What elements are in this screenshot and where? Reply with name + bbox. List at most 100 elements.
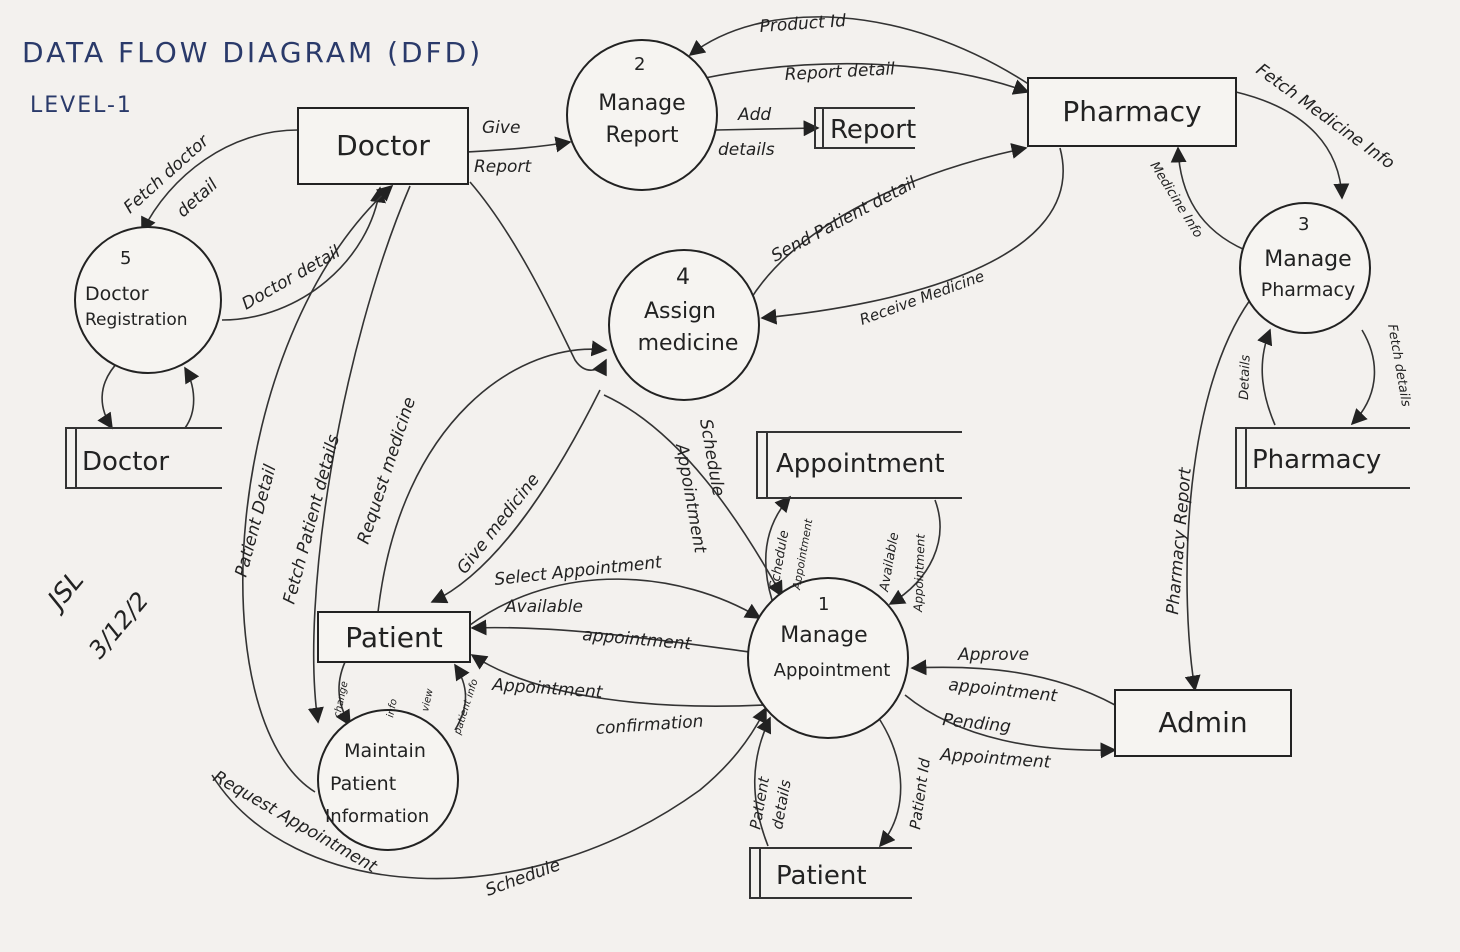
process-maintain-line1: Maintain — [344, 740, 426, 762]
label-select-appointment: Select Appointment — [493, 552, 664, 590]
flow-line-schedule-appointment — [603, 394, 783, 598]
flow-line-fetch-medicine-info — [1235, 91, 1350, 200]
flow-line-doctor-to-assign — [469, 181, 607, 377]
process-maintain-patient-info — [317, 709, 459, 851]
process-doctor-registration-line2: Registration — [85, 310, 188, 330]
label-give-report-2: Report — [474, 157, 532, 177]
flow-line-patient-id — [878, 719, 902, 848]
label-pending-appointment-2: Appointment — [939, 745, 1053, 773]
store-appointment-label: Appointment — [776, 449, 945, 479]
flow-line-registration-to-store — [97, 359, 121, 430]
label-approve-appointment-1: Approve — [957, 645, 1029, 665]
flow-line-details — [1257, 328, 1276, 426]
flow-line-schedule-appt-store — [764, 495, 792, 601]
flow-line-medicine-info — [1170, 146, 1246, 251]
label-patient-id: Patient Id — [906, 757, 934, 831]
diagram-level: LEVEL-1 — [30, 93, 133, 118]
process-assign-medicine-number: 4 — [676, 265, 690, 290]
flow-line-appointment-confirmation — [470, 654, 766, 707]
process-manage-appointment-line1: Manage — [780, 623, 867, 648]
diagram-title: DATA FLOW DIAGRAM (DFD) — [22, 36, 483, 69]
flow-lines — [97, 16, 1376, 880]
store-pharmacy-label: Pharmacy — [1252, 445, 1381, 475]
process-doctor-registration-line1: Doctor — [85, 283, 149, 305]
flow-line-request-medicine — [377, 340, 608, 613]
flow-line-view-info — [454, 663, 470, 731]
label-schedule-appt-store-1: Schedule — [767, 529, 792, 590]
process-manage-report-number: 2 — [634, 54, 645, 75]
store-pharmacy: Pharmacy — [1235, 427, 1410, 489]
flow-line-store-to-registration — [184, 366, 200, 429]
process-maintain-line2: Patient — [330, 773, 396, 795]
flow-line-fetch-doctor-detail — [141, 129, 299, 234]
process-manage-pharmacy-number: 3 — [1298, 214, 1309, 235]
entity-patient-label: Patient — [345, 621, 443, 654]
flow-line-available-appointment — [470, 619, 751, 653]
label-patient-detail: Patient Detail — [232, 462, 281, 579]
flow-line-receive-medicine — [760, 147, 1064, 325]
label-change-info-2: info — [385, 698, 400, 719]
entity-admin — [1114, 689, 1292, 757]
label-schedule-appointment-1: Schedule — [695, 417, 728, 497]
flow-line-doctor-detail — [221, 186, 386, 321]
process-assign-medicine — [608, 249, 760, 401]
label-report-detail: Report detail — [784, 59, 895, 85]
process-assign-medicine-line1: Assign — [644, 299, 716, 324]
entity-doctor-label: Doctor — [336, 129, 430, 162]
label-approve-appointment-2: appointment — [947, 675, 1059, 706]
label-patient-details-2: details — [768, 778, 794, 831]
process-assign-medicine-line2: medicine — [638, 331, 739, 356]
store-patient-label: Patient — [776, 861, 867, 891]
flow-line-approve-appointment — [910, 659, 1116, 706]
flow-line-select-appointment — [469, 578, 762, 626]
signature: JSL 3/12/2 — [39, 566, 154, 664]
label-request-medicine: Request medicine — [354, 395, 420, 547]
label-appointment-confirmation-1: Appointment — [491, 675, 605, 703]
label-fetch-medicine-info: Fetch Medicine Info — [1252, 60, 1398, 174]
store-appointment: Appointment — [756, 431, 962, 499]
label-pending-appointment-1: Pending — [941, 710, 1011, 737]
label-schedule: Schedule — [483, 855, 563, 901]
store-doctor-label: Doctor — [82, 447, 169, 477]
label-available-appointment-2: appointment — [582, 625, 694, 655]
process-doctor-registration — [74, 226, 222, 374]
entity-pharmacy-label: Pharmacy — [1062, 95, 1201, 128]
process-manage-report-line2: Report — [606, 123, 679, 148]
label-details: Details — [1237, 354, 1254, 400]
label-available-appt-store-2: Appointment — [911, 533, 928, 614]
flow-line-available-appt-store — [888, 499, 941, 605]
entity-admin-label: Admin — [1158, 706, 1247, 739]
label-view-patient-info-1: view — [420, 687, 436, 713]
label-available-appointment-1: Available — [504, 597, 583, 617]
label-give-report-1: Give — [482, 118, 520, 138]
store-report-label: Report — [830, 115, 916, 145]
label-fetch-details: Fetch details — [1384, 323, 1413, 408]
flow-line-change-info — [335, 661, 351, 727]
process-manage-appointment — [747, 577, 909, 739]
flow-line-request-appointment — [211, 706, 767, 880]
flow-line-send-patient-detail — [749, 143, 1028, 301]
process-manage-appointment-line2: Appointment — [774, 660, 891, 681]
flow-line-fetch-patient-details — [307, 185, 411, 724]
signature-initials: JSL — [39, 566, 90, 619]
label-view-patient-info-2: patient info — [452, 678, 481, 737]
flow-line-patient-details — [753, 716, 772, 847]
label-send-patient-detail: Send Patient detail — [768, 173, 920, 267]
label-appointment-confirmation-2: confirmation — [595, 711, 704, 738]
store-patient: Patient — [749, 847, 912, 899]
process-manage-pharmacy-line2: Pharmacy — [1261, 279, 1355, 301]
label-medicine-info: Medicine Info — [1147, 159, 1206, 241]
label-add-details-2: details — [718, 140, 775, 160]
store-doctor: Doctor — [65, 427, 222, 489]
process-doctor-registration-number: 5 — [120, 248, 131, 269]
label-fetch-patient-details: Fetch Patient details — [280, 432, 344, 606]
process-manage-pharmacy — [1239, 202, 1371, 334]
flow-line-pharmacy-report — [1184, 299, 1251, 692]
store-report: Report — [814, 107, 916, 149]
label-fetch-doctor-detail-2: detail — [173, 175, 222, 222]
flow-line-fetch-details — [1350, 329, 1376, 426]
label-pharmacy-report: Pharmacy Report — [1163, 466, 1196, 616]
process-manage-report — [566, 39, 718, 191]
process-manage-pharmacy-line1: Manage — [1264, 247, 1351, 272]
label-give-medicine: Give medicine — [453, 470, 544, 578]
